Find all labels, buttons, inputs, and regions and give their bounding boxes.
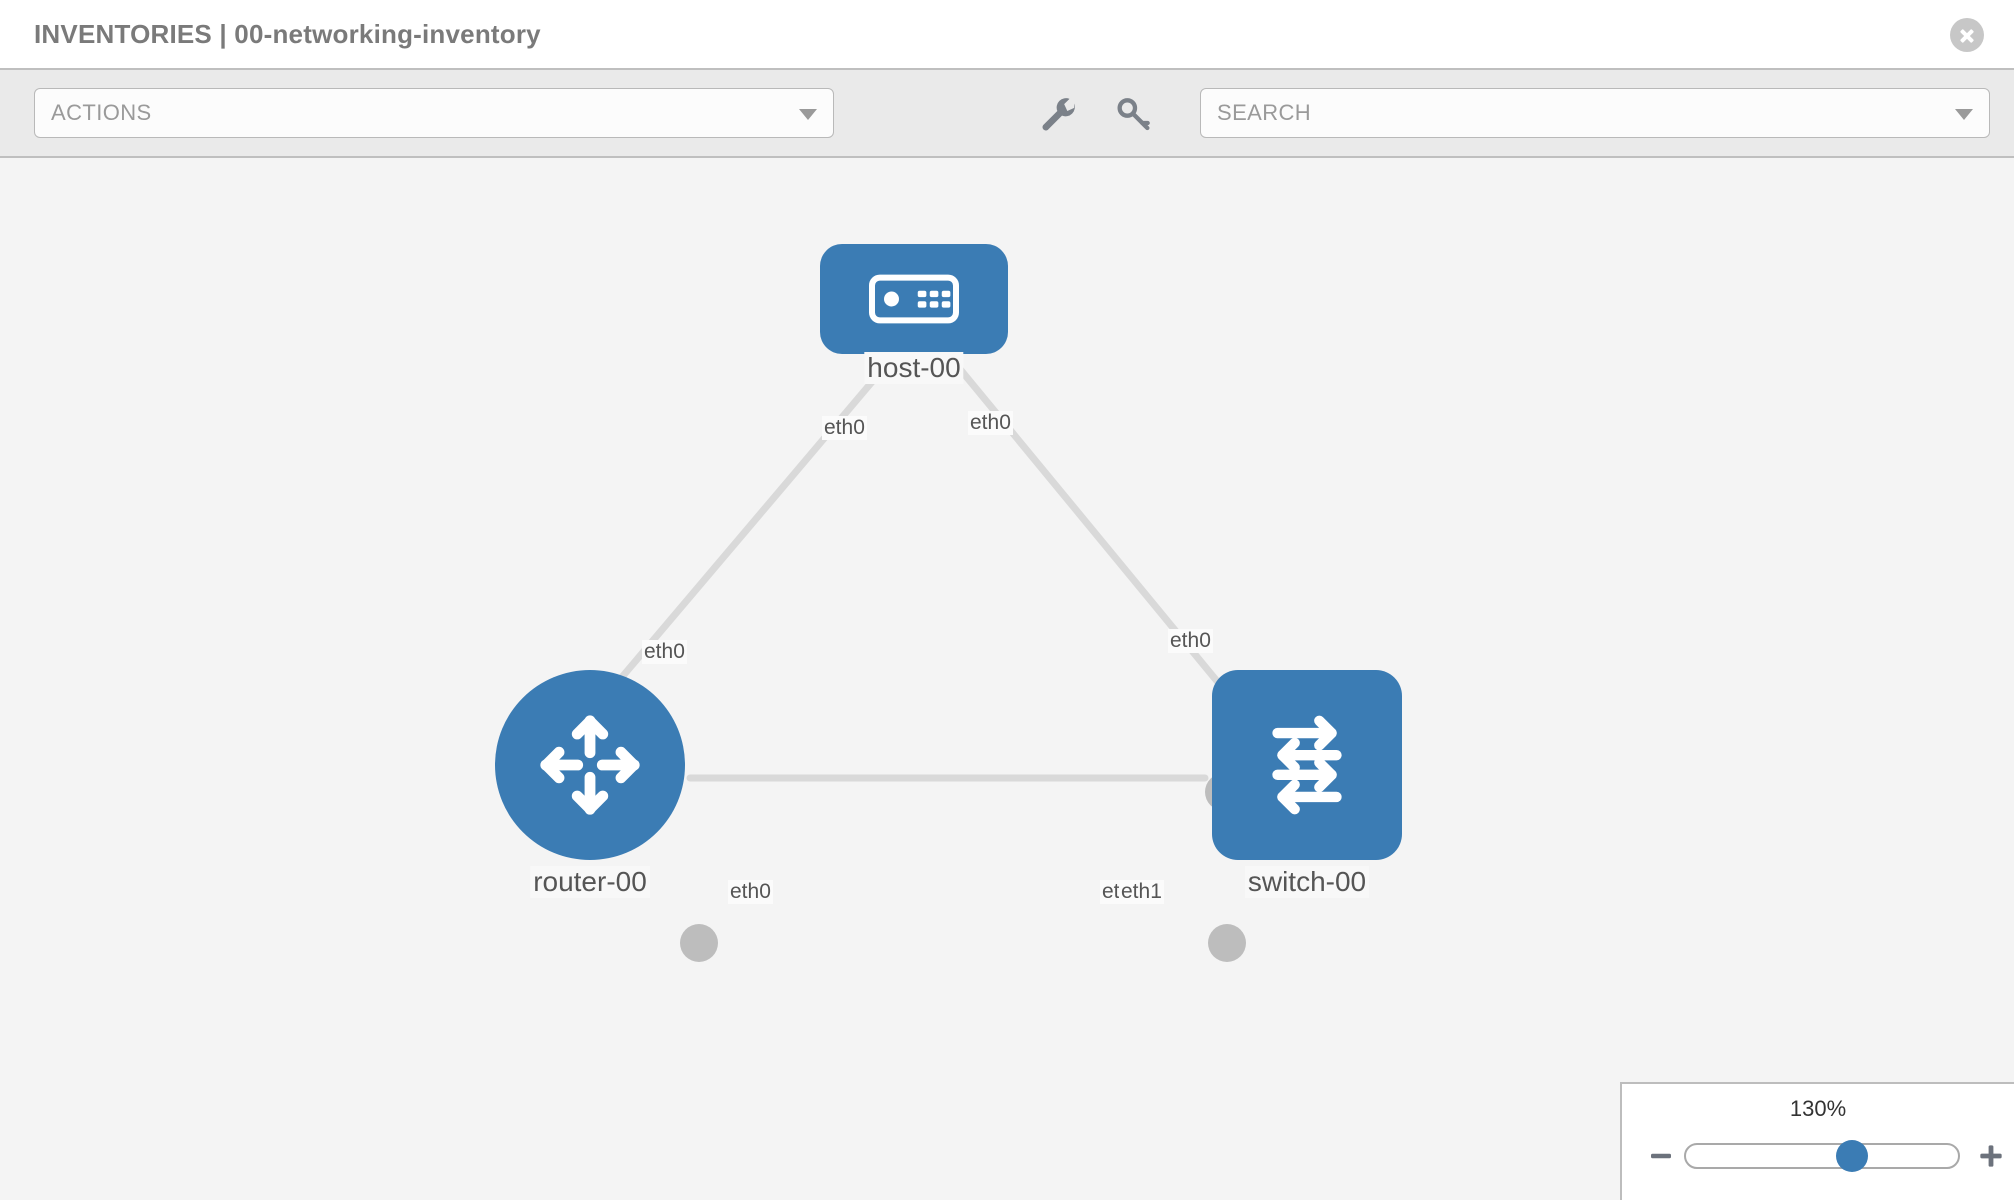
node-shape xyxy=(820,244,1008,354)
router-arrows-icon xyxy=(540,715,640,815)
zoom-control-panel: 130% xyxy=(1620,1082,2014,1200)
edge-label-host-left: eth0 xyxy=(822,416,867,440)
toolbar: ACTIONS SEARCH xyxy=(0,68,2014,158)
zoom-out-button[interactable] xyxy=(1638,1141,1684,1171)
key-icon[interactable] xyxy=(1111,90,1157,136)
close-icon[interactable] xyxy=(1950,18,1984,52)
edge-label-switch-upper: eth0 xyxy=(1168,629,1213,653)
node-shape xyxy=(495,670,685,860)
page-header: INVENTORIES | 00-networking-inventory xyxy=(0,0,2014,68)
node-switch-00[interactable]: switch-00 xyxy=(1212,670,1402,898)
node-host-00[interactable]: host-00 xyxy=(820,244,1008,384)
link-endpoint-knob xyxy=(1208,924,1246,962)
search-input[interactable]: SEARCH xyxy=(1200,88,1990,138)
node-label: switch-00 xyxy=(1244,866,1370,898)
zoom-control-row xyxy=(1622,1136,2014,1176)
actions-dropdown-label: ACTIONS xyxy=(51,100,152,125)
edge-label-switch-left: eth1 xyxy=(1119,880,1164,904)
server-icon xyxy=(869,274,959,324)
chevron-down-icon xyxy=(1955,109,1973,120)
actions-dropdown[interactable]: ACTIONS xyxy=(34,88,834,138)
zoom-slider-thumb[interactable] xyxy=(1835,1140,1868,1172)
toolbar-icons xyxy=(1035,90,1157,136)
search-input-placeholder: SEARCH xyxy=(1217,100,1312,125)
node-label: router-00 xyxy=(530,866,650,898)
chevron-down-icon xyxy=(799,109,817,120)
node-router-00[interactable]: router-00 xyxy=(495,670,685,898)
switch-arrows-icon xyxy=(1272,715,1342,815)
wrench-icon[interactable] xyxy=(1035,90,1081,136)
search-wrapper: SEARCH xyxy=(1180,88,1990,138)
page-title: INVENTORIES | 00-networking-inventory xyxy=(34,18,541,49)
edge-label-router-upper: eth0 xyxy=(642,640,687,664)
zoom-level-label: 130% xyxy=(1789,1096,1847,1121)
topology-canvas[interactable]: host-00 router-00 xyxy=(0,158,2014,1200)
zoom-in-button[interactable] xyxy=(1968,1140,2014,1172)
link-endpoint-knob xyxy=(680,924,718,962)
edge-label-host-right: eth0 xyxy=(968,411,1013,435)
node-label: host-00 xyxy=(864,352,964,384)
node-shape xyxy=(1212,670,1402,860)
zoom-slider[interactable] xyxy=(1684,1140,1960,1172)
edge-label-router-right: eth0 xyxy=(728,880,773,904)
